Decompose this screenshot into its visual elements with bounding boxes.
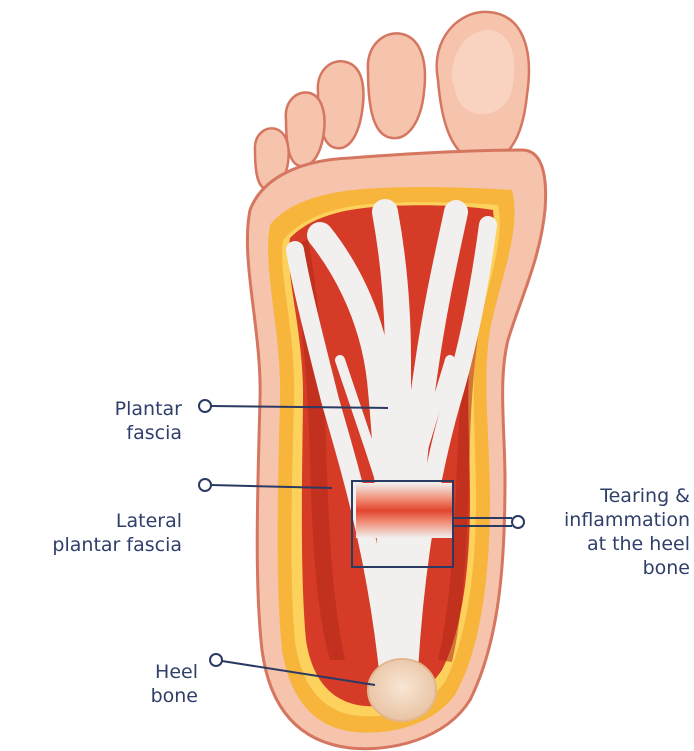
inflamed-fascia-zone bbox=[356, 483, 452, 538]
lateral-plantar-fascia-label-line2: plantar fascia bbox=[52, 533, 182, 557]
second-toe bbox=[368, 33, 425, 138]
tearing-callout-dot bbox=[512, 516, 524, 528]
plantar-fascia-callout-dot bbox=[199, 400, 211, 412]
heel-bone-label: Heel bone bbox=[151, 660, 198, 708]
tearing-label-line1: Tearing & bbox=[564, 484, 690, 508]
heel-bone-callout-dot bbox=[210, 654, 222, 666]
plantar-fascia-label-line2: fascia bbox=[115, 421, 182, 445]
lateral-plantar-fascia-label: Lateral plantar fascia bbox=[52, 509, 182, 557]
plantar-fascia-label: Plantar fascia bbox=[115, 397, 182, 445]
tearing-inflammation-label: Tearing & inflammation at the heel bone bbox=[564, 484, 690, 580]
lateral-fascia-callout-dot bbox=[199, 479, 211, 491]
plantar-fascia-label-line1: Plantar bbox=[115, 397, 182, 421]
heel-bone-label-line1: Heel bbox=[151, 660, 198, 684]
tearing-label-line2: inflammation bbox=[564, 508, 690, 532]
tearing-label-line3: at the heel bbox=[564, 532, 690, 556]
fourth-toe bbox=[286, 92, 325, 166]
lateral-plantar-fascia-label-line1: Lateral bbox=[52, 509, 182, 533]
heel-bone-shape bbox=[368, 659, 436, 721]
heel-bone-label-line2: bone bbox=[151, 684, 198, 708]
tearing-label-line4: bone bbox=[564, 556, 690, 580]
